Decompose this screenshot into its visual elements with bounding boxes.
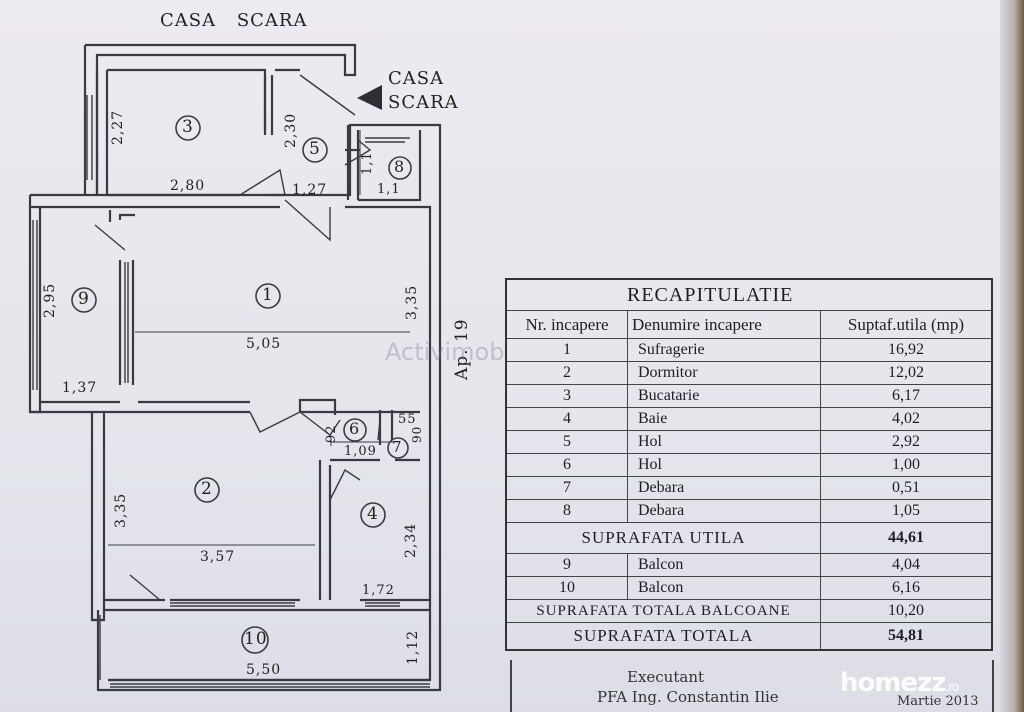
dim-1-27: 1,27 [292, 182, 328, 198]
dim-2-27: 2,27 [110, 109, 126, 145]
row-nr: 9 [505, 553, 628, 577]
dim-2-34: 2,34 [403, 522, 419, 558]
row-area: 4,02 [820, 407, 993, 431]
executant-title: Executant [627, 668, 705, 686]
row-area: 0,51 [820, 476, 993, 500]
header-area: Suptaf.utila (mp) [820, 310, 993, 339]
grand-total-label: SUPRAFATA TOTALA [505, 622, 821, 651]
row-nr: 8 [505, 499, 628, 523]
row-area: 1,00 [820, 453, 993, 477]
row-nr: 6 [505, 453, 628, 477]
row-name: Debara [627, 476, 821, 500]
row-name: Hol [627, 430, 821, 454]
balcony-total-label: SUPRAFATA TOTALA BALCOANE [505, 599, 821, 623]
room-number-5: 5 [309, 139, 321, 159]
stair-arrow-icon [357, 85, 382, 110]
room-number-6: 6 [349, 419, 361, 438]
util-total-value: 44,61 [820, 522, 993, 554]
grand-total-row: SUPRAFATA TOTALA 54,81 [505, 622, 993, 651]
dim-1-37: 1,37 [62, 380, 98, 396]
row-area: 16,92 [820, 338, 993, 362]
recap-title: RECAPITULATIE [505, 278, 993, 311]
row-name: Dormitor [627, 361, 821, 385]
dim-3-35-lower: 3,35 [113, 492, 129, 528]
row-nr: 7 [505, 476, 628, 500]
dim-1-1-horizontal: 1,1 [377, 182, 401, 197]
header-name: Denumire incapere [627, 310, 821, 339]
dim-1-12: 1,12 [405, 629, 421, 665]
row-area: 4,04 [820, 553, 993, 577]
dim-3-57: 3,57 [200, 549, 236, 565]
row-area: 1,05 [820, 499, 993, 523]
paper-edge [1000, 0, 1024, 712]
row-name: Balcon [627, 576, 821, 600]
row-name: Hol [627, 453, 821, 477]
row-nr: 10 [505, 576, 628, 600]
watermark-corner-suffix: .ro [945, 680, 959, 694]
stair-label-side-1: CASA [388, 68, 445, 89]
balcony-total-row: SUPRAFATA TOTALA BALCOANE 10,20 [505, 599, 993, 623]
room-number-3: 3 [182, 117, 194, 137]
watermark-center: Activimob [385, 338, 505, 366]
dim-5-50: 5,50 [246, 662, 282, 678]
dim-2-80: 2,80 [170, 178, 206, 194]
dim-55: 55 [398, 412, 417, 427]
room-number-10: 10 [244, 629, 268, 649]
util-total-label: SUPRAFATA UTILA [505, 522, 821, 554]
row-area: 12,02 [820, 361, 993, 385]
watermark-corner: homezz.ro [840, 668, 959, 698]
util-total-row: SUPRAFATA UTILA 44,61 [505, 522, 993, 554]
dim-1-09: 1,09 [344, 444, 377, 459]
row-nr: 5 [505, 430, 628, 454]
dim-1-1-vertical: 1,1 [360, 151, 375, 175]
dim-92: 92 [324, 424, 339, 443]
row-nr: 3 [505, 384, 628, 408]
watermark-corner-logo: homezz [840, 668, 946, 698]
dim-1-72: 1,72 [362, 583, 395, 598]
row-area: 6,17 [820, 384, 993, 408]
row-name: Sufragerie [627, 338, 821, 362]
grand-total-value: 54,81 [820, 622, 993, 651]
recap-table: RECAPITULATIE Nr. incapere Denumire inca… [505, 278, 993, 651]
stair-label-side-2: SCARA [388, 92, 459, 113]
room-number-1: 1 [262, 285, 274, 305]
executant-date: Martie 2013 [897, 694, 979, 709]
dim-2-30: 2,30 [283, 112, 299, 148]
row-nr: 1 [505, 338, 628, 362]
row-nr: 4 [505, 407, 628, 431]
row-area: 2,92 [820, 430, 993, 454]
row-nr: 2 [505, 361, 628, 385]
dim-2-95: 2,95 [42, 282, 58, 318]
executant-name: PFA Ing. Constantin Ilie [597, 688, 779, 706]
row-name: Balcon [627, 553, 821, 577]
stair-label-top: CASA SCARA [160, 10, 308, 31]
row-name: Bucatarie [627, 384, 821, 408]
row-name: Baie [627, 407, 821, 431]
dim-3-35-upper: 3,35 [404, 284, 420, 320]
floor-plan-drawing [28, 43, 442, 692]
dim-5-05: 5,05 [246, 336, 282, 352]
room-number-4: 4 [367, 504, 379, 524]
header-nr: Nr. incapere [505, 310, 628, 339]
room-number-2: 2 [201, 479, 213, 499]
row-name: Debara [627, 499, 821, 523]
row-area: 6,16 [820, 576, 993, 600]
room-number-9: 9 [78, 289, 90, 309]
room-number-8: 8 [394, 157, 406, 176]
room-number-7: 7 [392, 438, 403, 456]
executant-box: Executant PFA Ing. Constantin Ilie Marti… [510, 660, 994, 712]
dim-90: 90 [410, 425, 424, 443]
balcony-total-value: 10,20 [820, 599, 993, 623]
